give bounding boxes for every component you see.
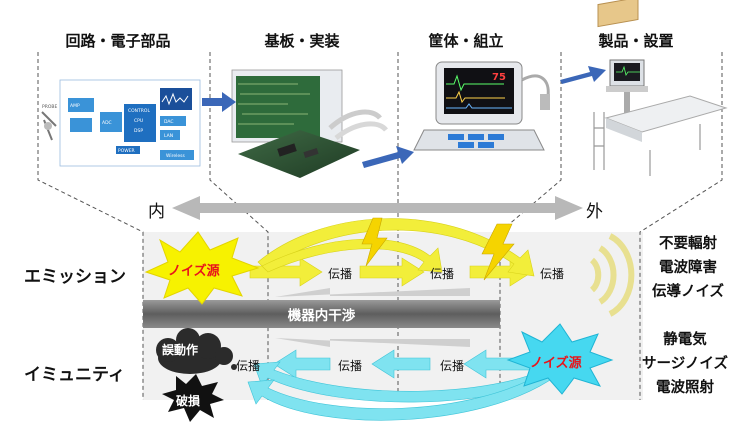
svg-text:ADC: ADC	[102, 120, 112, 126]
effect-surge-noise: サージノイズ	[642, 356, 728, 372]
immunity-arc-1	[253, 361, 561, 403]
svg-text:LAN: LAN	[164, 133, 173, 139]
immunity-arrow-3	[273, 349, 331, 379]
bed-illustration	[593, 0, 728, 176]
svg-text:PROBE: PROBE	[42, 104, 57, 110]
outer-label: 外	[586, 202, 603, 222]
emission-arc-2	[261, 238, 443, 273]
lightning-bolts	[361, 217, 515, 281]
propagation-label-e3: 伝播	[540, 267, 565, 281]
propagation-label-i1: 伝播	[236, 359, 261, 373]
stage-label-product: 製品・設置	[598, 32, 674, 50]
svg-text:CPU: CPU	[134, 118, 143, 124]
lightning-bolt-1	[361, 217, 388, 267]
immunity-arrows	[247, 349, 561, 421]
monitor-illustration: 75	[413, 61, 550, 151]
noise-burst-immunity	[506, 323, 614, 395]
monitor-readout: 75	[492, 72, 506, 83]
svg-text:AMP: AMP	[70, 103, 80, 109]
emission-arc-1	[257, 218, 535, 277]
inner-outer-arrow	[172, 196, 583, 220]
emission-effects: 不要輻射 電波障害 伝導ノイズ	[636, 232, 740, 304]
stage-arrow-1	[202, 92, 236, 112]
interference-label: 機器内干渉	[287, 308, 356, 324]
propagation-label-i2: 伝播	[338, 359, 363, 373]
damage-burst	[162, 374, 224, 422]
damage-label: 破損	[176, 394, 201, 408]
interference-band	[143, 288, 500, 347]
effect-unwanted-radiation: 不要輻射	[659, 236, 717, 252]
propagation-label-e1: 伝播	[328, 267, 353, 281]
immunity-arrow-2	[371, 349, 431, 379]
immunity-arc-2	[247, 369, 557, 421]
stage-label-assembly: 筐体・組立	[428, 32, 504, 50]
effect-conducted-noise: 伝導ノイズ	[651, 284, 725, 300]
inner-label: 内	[148, 202, 165, 222]
propagation-label-e2: 伝播	[430, 267, 455, 281]
effect-static-electricity: 静電気	[663, 332, 707, 348]
stage-arrows	[202, 66, 606, 168]
effect-radio-interference: 電波障害	[659, 260, 717, 276]
row-label-emission: エミッション	[24, 267, 126, 287]
pcb-illustration	[231, 69, 388, 178]
effect-radio-exposure: 電波照射	[656, 380, 714, 396]
svg-text:POWER: POWER	[118, 148, 135, 154]
svg-text:CONTROL: CONTROL	[128, 108, 150, 114]
svg-text:Wireless: Wireless	[166, 153, 185, 159]
emission-arrow-2	[359, 257, 425, 287]
immunity-effects: 静電気 サージノイズ 電波照射	[628, 328, 742, 400]
stage-label-circuit: 回路・電子部品	[65, 32, 171, 50]
noise-burst-emission	[144, 231, 260, 305]
svg-text:DSP: DSP	[134, 128, 143, 134]
noise-source-emission-label: ノイズ源	[168, 264, 220, 279]
stage-arrow-3	[560, 66, 606, 84]
noise-source-immunity-label: ノイズ源	[530, 356, 582, 371]
circuit-illustration: AMP ADC CONTROL CPU DSP DAC LAN POWER Wi…	[41, 79, 201, 167]
malfunction-label: 誤動作	[162, 343, 199, 357]
lightning-bolt-2	[481, 223, 515, 281]
stage-label-board: 基板・実装	[264, 32, 340, 50]
emission-arrow-1	[249, 257, 323, 287]
circuit-labels: AMP ADC CONTROL CPU DSP DAC LAN POWER Wi…	[70, 103, 185, 159]
stage-arrow-2	[362, 146, 414, 168]
emission-arrows	[249, 218, 535, 287]
radiation-waves	[589, 233, 635, 317]
propagation-label-i3: 伝播	[440, 359, 465, 373]
row-label-immunity: イミュニティ	[24, 365, 125, 385]
malfunction-cloud	[156, 328, 237, 374]
svg-text:DAC: DAC	[164, 119, 174, 125]
